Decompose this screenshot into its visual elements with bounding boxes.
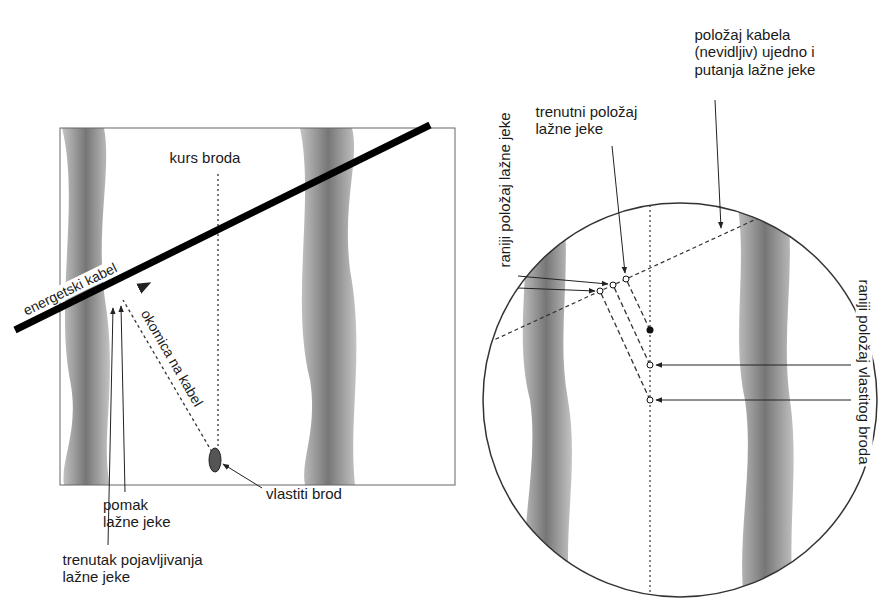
cable-path-label: položaj kabela (nevidljiv) ujedno i puta… — [695, 26, 830, 78]
drawing-circle — [623, 276, 629, 282]
drawing-line — [217, 174, 218, 448]
ship-label: vlastiti brod — [266, 485, 342, 502]
drawing-line — [112, 283, 150, 302]
drawing-g — [470, 162, 880, 606]
drawing-line — [613, 285, 650, 365]
drawing-line — [123, 300, 212, 452]
drawing-line — [121, 306, 125, 492]
earlier-echo-label: raniji položaj lažne jeke — [496, 112, 513, 267]
drawing-rect — [60, 128, 455, 485]
current-echo-label: trenutni položaj lažne jeke — [536, 103, 661, 138]
echo-appearance-label: trenutak pojavljivanja lažne jeke — [63, 551, 238, 586]
drawing-circle — [483, 203, 877, 597]
cable-label: energetski kabel — [19, 259, 121, 320]
drawing-path — [735, 190, 795, 606]
drawing-circle — [647, 362, 653, 368]
drawing-line — [15, 125, 430, 330]
echo-shift-label: pomak lažne jeke — [103, 496, 183, 531]
drawing-line — [223, 464, 262, 488]
drawing-circle — [647, 327, 654, 334]
drawing-line — [600, 291, 650, 400]
radar-screen — [470, 100, 880, 606]
course-label: kurs broda — [170, 149, 241, 166]
drawing-line — [612, 146, 625, 273]
drawing-line — [656, 365, 851, 366]
drawing-line — [715, 100, 721, 228]
earlier-ship-label: raniji položaj vlastitog broda — [855, 277, 872, 466]
drawing-circle — [647, 397, 653, 403]
left-panel — [15, 125, 455, 545]
drawing-line — [470, 162, 880, 351]
drawing-circle — [597, 288, 603, 294]
drawing-circle — [610, 282, 616, 288]
drawing-ellipse — [209, 448, 221, 472]
perpendicular-label: okomica na kabel — [138, 307, 206, 409]
drawing-line — [656, 400, 851, 401]
drawing-line — [518, 288, 595, 291]
drawing-line — [626, 279, 650, 330]
drawing-line — [518, 276, 608, 284]
